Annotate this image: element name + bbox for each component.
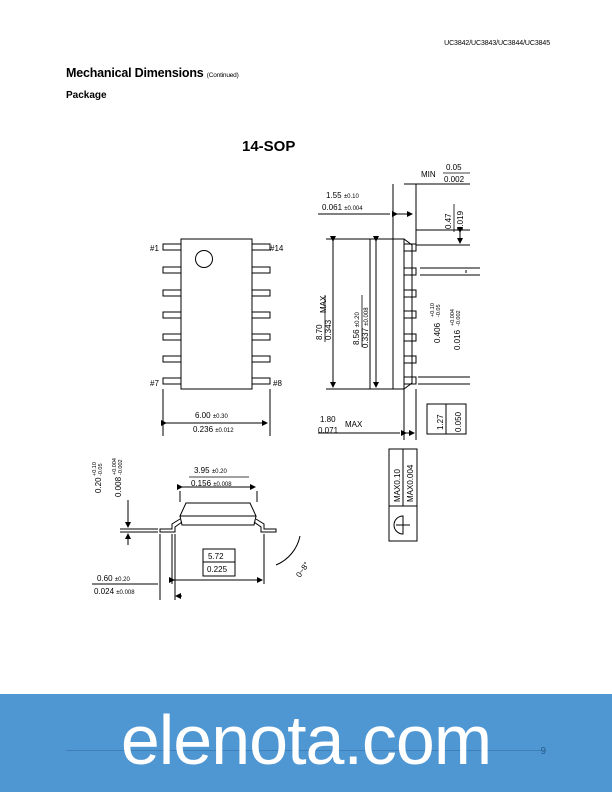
lead-in-text: 0.061 ±0.004 — [322, 203, 363, 212]
svg-text:-0.002: -0.002 — [456, 310, 462, 326]
pin-1-label: #1 — [150, 244, 159, 253]
body-in: 0.337 ±0.008 — [361, 307, 370, 348]
svg-text:0.016: 0.016 — [453, 329, 462, 350]
svg-text:0~8°: 0~8° — [294, 560, 311, 579]
tolerance-max1: MAX0.10 — [393, 469, 402, 502]
svg-text:0.050: 0.050 — [454, 411, 463, 432]
height-max: MAX — [345, 420, 363, 429]
drawing-title: 14-SOP — [242, 138, 295, 155]
side-body — [392, 238, 405, 390]
section-title-text: Mechanical Dimensions — [66, 66, 204, 80]
top-view-body — [180, 238, 253, 390]
lead-width-in: 0.016 +0.004 -0.002 — [450, 309, 462, 350]
right-leads — [251, 243, 271, 385]
svg-text:0.337 ±0.008: 0.337 ±0.008 — [361, 307, 370, 348]
lead-thickness-in: 0.008 +0.004 -0.002 — [112, 458, 124, 497]
lead-width-mm: 0.406 +0.10 -0.05 — [430, 303, 442, 343]
width-mm-text: 6.00 ±0.30 — [195, 411, 228, 420]
body-width-in: 0.156 ±0.008 — [191, 479, 232, 488]
mechanical-drawing: 14-SOP #1 #14 #7 #8 6.00 ±0.30 — [92, 138, 480, 600]
svg-text:0.343: 0.343 — [324, 319, 333, 340]
height-mm: 1.80 — [320, 415, 336, 424]
pitch-in: 0.050 — [454, 411, 463, 432]
length-max-in: 0.343 — [324, 319, 333, 340]
svg-text:MAX0.10: MAX0.10 — [393, 469, 402, 502]
foot-mm: 0.60 ±0.20 — [97, 574, 130, 583]
body-mm: 8.56 ±0.20 — [352, 312, 361, 345]
svg-text:0.20: 0.20 — [94, 477, 103, 493]
thickness-in: 0.019 — [456, 210, 465, 231]
lead-mm-text: 1.55 ±0.10 — [326, 191, 359, 200]
tolerance-max2: MAX0.004 — [406, 464, 415, 502]
svg-text:0.47: 0.47 — [444, 213, 453, 229]
lead-thickness-mm: 0.20 +0.10 -0.05 — [92, 462, 104, 493]
min-in: 0.002 — [444, 175, 465, 184]
pin-7-label: #7 — [150, 379, 159, 388]
end-view — [92, 484, 301, 600]
length-max-label: MAX — [319, 295, 328, 313]
svg-text:-0.05: -0.05 — [98, 463, 104, 476]
svg-text:-0.002: -0.002 — [118, 459, 124, 475]
svg-text:8.70: 8.70 — [315, 324, 324, 340]
thickness-dim: 0.47 — [444, 213, 453, 229]
page-number: 9 — [540, 746, 546, 757]
svg-text:0.019: 0.019 — [456, 210, 465, 231]
tolerance-box — [388, 448, 418, 542]
top-view — [161, 238, 271, 436]
footer-banner: elenota.com 9 — [0, 694, 612, 792]
min-label: MIN — [421, 170, 436, 179]
length-max-mm: 8.70 — [315, 324, 324, 340]
svg-text:0.008: 0.008 — [114, 476, 123, 497]
section-title: Mechanical Dimensions (Continued) — [66, 66, 239, 80]
svg-text:1.27: 1.27 — [436, 414, 445, 430]
header-part-numbers: UC3842/UC3843/UC3844/UC3845 — [444, 40, 550, 47]
package-label: Package — [66, 90, 107, 101]
section-subtitle: (Continued) — [206, 72, 239, 79]
pin1-marker — [195, 250, 213, 268]
pin-14-label: #14 — [270, 244, 284, 253]
svg-text:8.56 ±0.20: 8.56 ±0.20 — [352, 312, 361, 345]
side-view — [318, 183, 480, 440]
angle-label: 0~8° — [294, 560, 311, 579]
body-width-mm: 3.95 ±0.20 — [194, 466, 227, 475]
side-leads — [403, 243, 417, 385]
left-leads — [162, 243, 182, 385]
svg-text:+0.10: +0.10 — [430, 303, 436, 317]
footer-logo[interactable]: elenota.com — [120, 701, 492, 779]
pin-8-label: #8 — [273, 379, 282, 388]
svg-text:+0.10: +0.10 — [92, 462, 98, 476]
span-in: 0.225 — [207, 565, 228, 574]
svg-text:+0.004: +0.004 — [450, 309, 456, 326]
svg-text:MAX: MAX — [319, 295, 328, 313]
svg-text:0.406: 0.406 — [433, 322, 442, 343]
foot-in: 0.024 ±0.008 — [94, 587, 135, 596]
footer-rule — [66, 750, 546, 751]
min-mm: 0.05 — [446, 163, 462, 172]
pitch-mm: 1.27 — [436, 414, 445, 430]
svg-text:+0.004: +0.004 — [112, 458, 118, 475]
svg-text:-0.05: -0.05 — [436, 304, 442, 317]
span-mm: 5.72 — [208, 552, 224, 561]
height-in: 0.071 — [318, 426, 339, 435]
svg-text:MAX0.004: MAX0.004 — [406, 464, 415, 502]
width-in-text: 0.236 ±0.012 — [193, 425, 234, 434]
